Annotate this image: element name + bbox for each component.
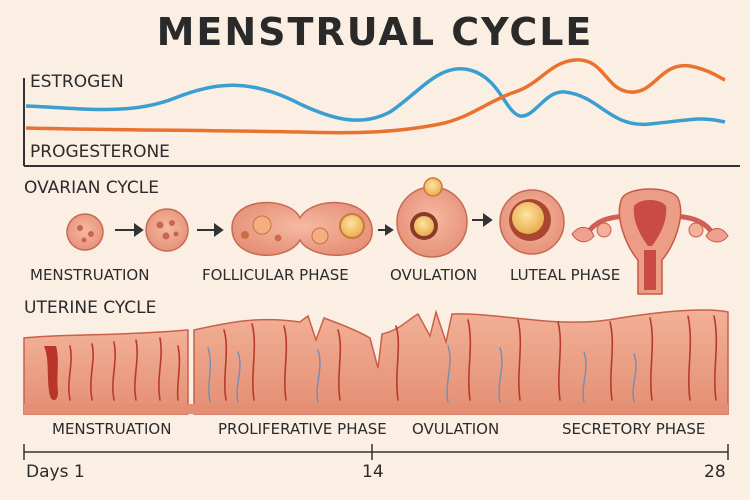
arrow-icon [197,223,224,237]
menstrual-flow [44,346,58,401]
follicles-maturing [231,201,373,256]
estrogen-label: ESTROGEN [30,72,124,92]
uterine-phase-menstruation: MENSTRUATION [52,420,172,438]
endometrium-menstrual [23,329,189,415]
uterus-icon [571,188,729,295]
estrogen-curve [25,66,726,126]
ovarian-stage-ovulation: OVULATION [390,266,478,284]
ovarian-stage-luteal: LUTEAL PHASE [510,266,621,284]
endometrium-base [24,404,728,414]
arrow-icon [378,224,394,236]
uterine-phase-secretory: SECRETORY PHASE [562,420,706,438]
corpus-luteum [499,189,565,255]
progesterone-curve [25,58,726,135]
blood-vessels [68,315,718,401]
follicle-growing [145,208,189,252]
timeline-mid-label: 14 [362,462,384,482]
ovarian-stage-follicular: FOLLICULAR PHASE [202,266,349,284]
uterine-cycle-heading: UTERINE CYCLE [24,298,157,318]
uterine-phase-proliferative: PROLIFERATIVE PHASE [218,420,387,438]
follicle-small [66,213,104,251]
timeline-end-label: 28 [704,462,726,482]
timeline-start-label: Days 1 [26,462,85,482]
arrow-icon [472,213,493,227]
progesterone-label: PROGESTERONE [30,142,170,162]
page-title: MENSTRUAL CYCLE [156,10,594,54]
arrow-icon [115,223,144,237]
veins [207,345,637,403]
ovulating-follicle [396,177,468,258]
endometrium-proliferative-secretory [193,309,729,415]
ovarian-cycle-heading: OVARIAN CYCLE [24,178,159,198]
ovarian-stage-menstruation: MENSTRUATION [30,266,150,284]
uterine-phase-ovulation: OVULATION [412,420,500,438]
